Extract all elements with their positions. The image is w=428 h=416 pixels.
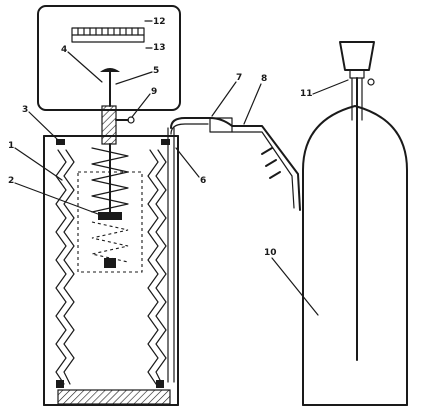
gauge-scale [71,27,145,43]
bellows-left [55,149,75,385]
label-10: 10 [264,248,277,258]
connecting-hose [170,117,301,211]
label-5: 5 [153,66,159,76]
gauge-ticks [77,27,139,36]
label-6: 6 [200,176,206,186]
cylinder-valve [339,41,375,361]
label-9: 9 [151,87,157,97]
bellows-right [147,149,167,385]
spring [91,147,129,220]
label-4: 4 [61,45,67,55]
label-12: 12 [153,17,166,27]
main-container [43,135,179,406]
labels: 12 13 4 5 9 3 1 2 6 7 8 11 10 [8,17,349,316]
label-1: 1 [8,141,14,151]
gas-cylinder [302,105,408,406]
label-2: 2 [8,176,14,186]
piston-rod [100,68,135,213]
label-8: 8 [261,74,267,84]
label-11: 11 [300,89,313,99]
inner-chamber-dashed [77,171,143,273]
label-3: 3 [22,105,28,115]
label-13: 13 [153,43,166,53]
inner-tube [167,127,175,383]
hose-clamp [261,147,281,179]
label-7: 7 [236,73,242,83]
